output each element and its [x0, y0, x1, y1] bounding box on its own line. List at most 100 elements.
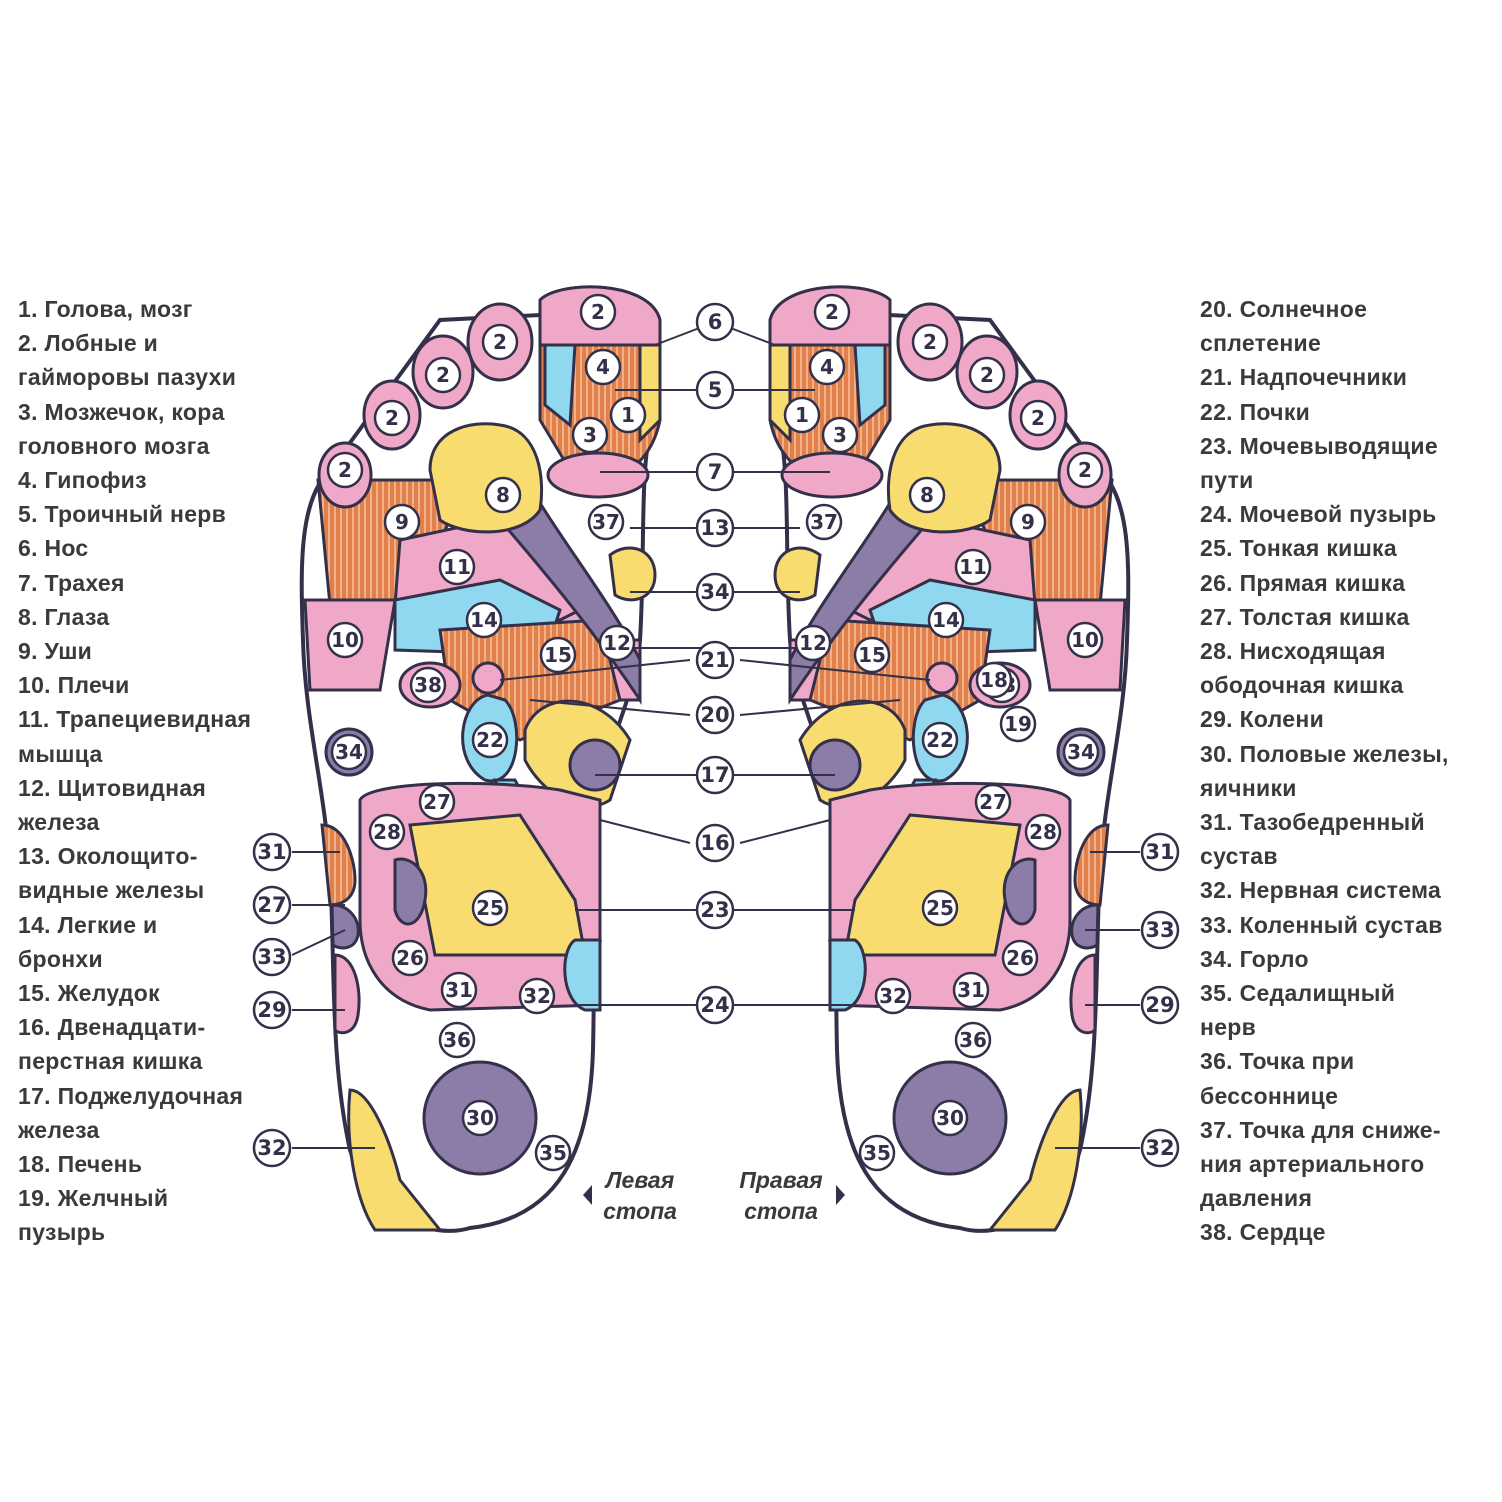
zone-label-left: 34 [330, 733, 368, 771]
zone-label-left: 3 [571, 416, 609, 454]
svg-text:30: 30 [466, 1106, 494, 1130]
legend-entry: 2. Лобные и [18, 330, 159, 357]
legend-entry: 35. Седалищный [1200, 980, 1396, 1007]
side-marker-right: 31 [1140, 832, 1180, 872]
zone-label-right: 22 [921, 721, 959, 759]
center-marker: 23 [695, 890, 735, 930]
svg-text:34: 34 [335, 740, 363, 764]
svg-text:2: 2 [825, 300, 839, 324]
svg-text:9: 9 [1021, 510, 1035, 534]
zone-label-right: 2 [1019, 399, 1057, 437]
zone-label-right: 35 [858, 1134, 896, 1172]
right-foot-label: Правая стопа [726, 1165, 836, 1227]
svg-text:10: 10 [1071, 628, 1099, 652]
svg-text:15: 15 [858, 643, 886, 667]
zone-label-right: 34 [1062, 733, 1100, 771]
svg-text:26: 26 [396, 946, 424, 970]
zone-label-right: 28 [1024, 813, 1062, 851]
svg-text:29: 29 [257, 998, 286, 1022]
zone-label-left: 2 [326, 451, 364, 489]
zone-label-right: 30 [931, 1099, 969, 1137]
svg-text:25: 25 [926, 896, 954, 920]
zone-label-left: 2 [579, 293, 617, 331]
svg-text:36: 36 [443, 1028, 471, 1052]
zone-label-right: 8 [908, 476, 946, 514]
zone-label-right: 36 [954, 1021, 992, 1059]
zone-label-right: 2 [813, 293, 851, 331]
legend-entry: 33. Коленный сустав [1200, 911, 1443, 938]
legend-entry: 19. Желчный [18, 1185, 169, 1212]
svg-text:35: 35 [539, 1141, 567, 1165]
legend-entry: мышца [18, 740, 103, 767]
svg-text:36: 36 [959, 1028, 987, 1052]
legend-entry: 29. Колени [1200, 706, 1325, 733]
side-marker-right: 32 [1140, 1128, 1180, 1168]
svg-text:29: 29 [1145, 993, 1174, 1017]
legend-entry: 7. Трахея [18, 569, 125, 596]
svg-text:31: 31 [445, 978, 473, 1002]
legend-entry: 31. Тазобедренный [1200, 809, 1425, 836]
left-foot-label-line-2: стопа [603, 1198, 677, 1224]
legend-entry: нерв [1200, 1014, 1257, 1041]
zone-label-right: 2 [1066, 451, 1104, 489]
svg-text:17: 17 [700, 763, 729, 787]
left-foot-label: Левая стопа [590, 1165, 690, 1227]
zone-label-right: 37 [805, 503, 843, 541]
zone-label-left: 10 [326, 621, 364, 659]
svg-text:32: 32 [879, 984, 907, 1008]
legend-entry: 13. Околощито- [18, 843, 198, 870]
legend-entry: 17. Поджелудочная [18, 1082, 244, 1109]
legend-entry: 32. Нервная система [1200, 877, 1442, 904]
legend-entry: видные железы [18, 877, 205, 904]
side-connectors [291, 851, 1140, 1149]
zone-label-left: 4 [584, 348, 622, 386]
svg-text:16: 16 [700, 831, 729, 855]
svg-text:32: 32 [523, 984, 551, 1008]
center-marker: 34 [695, 572, 735, 612]
svg-text:18: 18 [980, 668, 1008, 692]
zone-label-left: 32 [518, 977, 556, 1015]
zone-label-left: 14 [465, 601, 503, 639]
zone-label-right: 2 [911, 323, 949, 361]
side-marker-left: 29 [252, 990, 292, 1030]
legend-entry: пути [1200, 467, 1254, 494]
legend-entry: 11. Трапециевидная [18, 706, 252, 733]
svg-text:11: 11 [443, 555, 471, 579]
zone-label-left: 12 [598, 624, 636, 662]
side-marker-left: 31 [252, 832, 292, 872]
zone-label-left: 2 [373, 399, 411, 437]
left-foot-label-line-1: Левая [605, 1167, 675, 1193]
zone-label-left: 38 [409, 666, 447, 704]
zone-label-left: 35 [534, 1134, 572, 1172]
legend-entry: железа [18, 809, 100, 836]
svg-text:4: 4 [596, 355, 610, 379]
svg-text:25: 25 [476, 896, 504, 920]
center-marker: 13 [695, 508, 735, 548]
legend-entry: ободочная кишка [1200, 672, 1404, 699]
svg-text:9: 9 [395, 510, 409, 534]
center-marker: 21 [695, 640, 735, 680]
zone-label-left: 15 [539, 636, 577, 674]
side-marker-left: 33 [252, 937, 292, 977]
svg-text:22: 22 [476, 728, 504, 752]
zone-label-right: 11 [954, 548, 992, 586]
svg-text:12: 12 [603, 631, 631, 655]
legend-entry: 14. Легкие и [18, 911, 158, 938]
legend-entry: 36. Точка при [1200, 1048, 1355, 1075]
svg-text:20: 20 [700, 703, 729, 727]
legend-entry: давления [1200, 1185, 1313, 1212]
side-marker-left: 27 [252, 885, 292, 925]
svg-text:38: 38 [414, 673, 442, 697]
legend-entry: 1. Голова, мозг [18, 296, 193, 322]
right-foot-label-line-2: стопа [744, 1198, 818, 1224]
legend-entry: 20. Солнечное [1200, 296, 1368, 322]
svg-text:34: 34 [700, 580, 729, 604]
zone-label-left: 37 [587, 503, 625, 541]
svg-text:32: 32 [257, 1136, 286, 1160]
svg-text:13: 13 [700, 516, 729, 540]
svg-text:15: 15 [544, 643, 572, 667]
zone-label-left: 11 [438, 548, 476, 586]
